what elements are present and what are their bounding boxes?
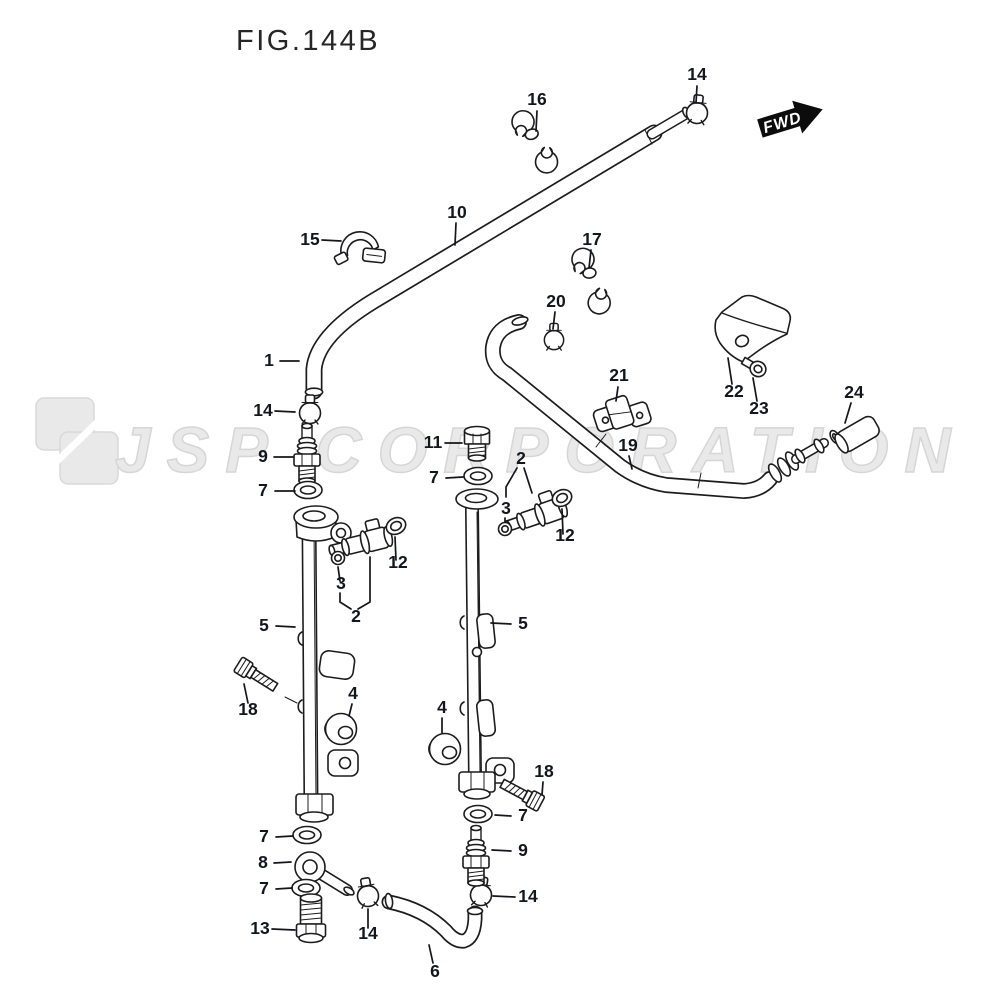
callout-5-right: 5 [518,613,528,633]
part-8-banjo-fitting [294,851,355,896]
fwd-arrow-shape [755,99,825,139]
callout-17: 17 [582,229,601,249]
part-5-fuel-rail-left [293,505,359,823]
callout-7-bottom-left-upper: 7 [259,826,269,846]
callout-9-left: 9 [258,446,268,466]
part-23-bolt [740,356,767,378]
callout-15: 15 [300,229,320,249]
callout-14-bottom-right: 14 [518,886,538,906]
callout-18-left: 18 [238,699,258,719]
callout-23: 23 [749,398,769,418]
callout-4-right: 4 [437,697,447,717]
part-22-bracket [714,294,792,363]
part-13-bolt [295,893,327,944]
callout-3-right: 3 [501,498,511,518]
callout-13: 13 [250,918,270,938]
part-15-pipe-clamp [333,231,387,266]
callout-11: 11 [424,432,443,452]
callout-2-right: 2 [516,448,526,468]
bolt-tip-line [284,696,298,704]
callout-2-left: 2 [351,606,361,626]
part-3-oring-left [330,550,346,566]
part-19-fuel-hose [484,314,778,500]
callout-18-right: 18 [534,761,554,781]
part-24-cap [834,415,880,454]
callout-6: 6 [430,961,440,981]
fwd-arrow: FWD [755,99,825,139]
callout-19: 19 [618,435,638,455]
part-21-injector-clamp [592,394,652,433]
part-7-washer-left-top [293,480,323,500]
callout-14-bottom-left: 14 [358,923,378,943]
callout-14-left: 14 [253,400,273,420]
part-3-oring-right [497,521,513,537]
part-11-fitting [463,425,491,462]
part-4-grommet-left [323,712,358,746]
callout-1: 1 [264,350,274,370]
callout-3-left: 3 [336,573,346,593]
part-14-clamp-bottom-left [353,875,382,910]
part-14-clamp-top [684,93,711,126]
callout-16: 16 [527,89,547,109]
callout-14-top: 14 [687,64,707,84]
part-10-1-fuel-hose [304,106,693,400]
callout-8: 8 [258,852,268,872]
part-4-grommet-right [427,732,462,766]
part-14-clamp-left [298,394,322,425]
figure-title: FIG.144B [236,25,380,57]
callout-10: 10 [447,202,467,222]
part-7-washer-right [463,804,493,824]
callout-7-right: 7 [518,805,528,825]
callout-24: 24 [844,382,864,402]
callout-7-bottom-left-lower: 7 [259,878,269,898]
part-18-bolt-left [232,655,281,696]
leader-lines [243,85,852,964]
part-6-fuel-hose [381,892,484,949]
callout-9-right: 9 [518,840,528,860]
fwd-arrow-label: FWD [761,109,804,137]
callout-5-left: 5 [259,615,269,635]
callout-7-mid: 7 [429,467,439,487]
callout-20: 20 [546,291,566,311]
callout-22: 22 [724,381,744,401]
callout-12-left: 12 [388,552,408,572]
callout-labels: 16 14 15 10 17 20 1 21 22 23 24 14 9 7 1… [238,64,864,981]
callout-12-right: 12 [555,525,575,545]
callout-21: 21 [609,365,629,385]
part-7-washer-mid [463,466,493,486]
part-7-washer-bottom-left-upper [292,825,322,845]
part-5-fuel-rail-right [455,488,515,800]
part-16-hose-clamp [502,99,568,185]
callout-4-left: 4 [348,683,358,703]
watermark-text: JSP CORPORATION [115,414,967,486]
callout-7-left-top: 7 [258,480,268,500]
